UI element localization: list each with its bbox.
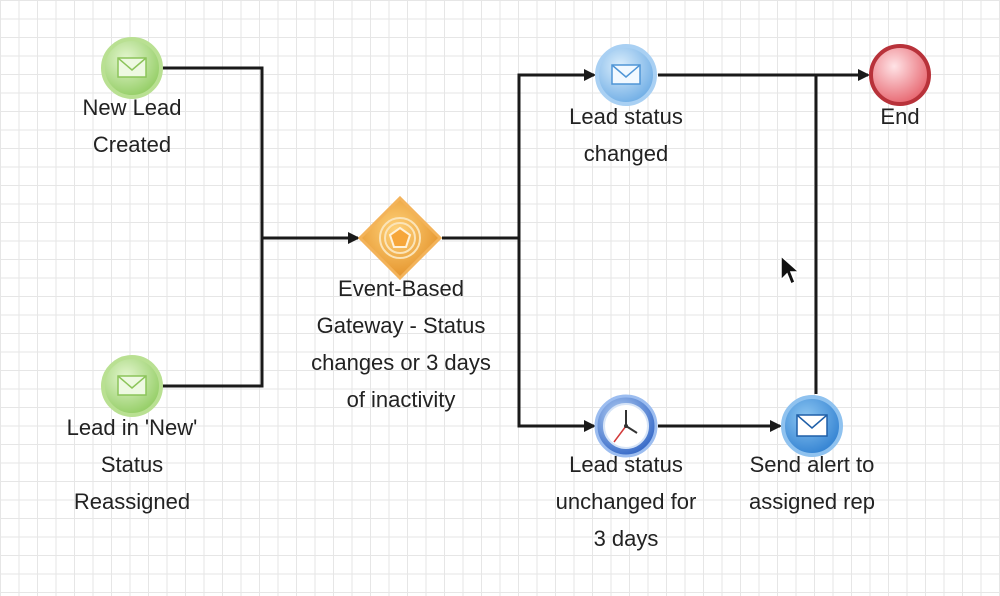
edge-new-lead-to-merge [162,66,264,238]
gateway-label: Event-Based Gateway - Status changes or … [311,276,491,412]
end-event[interactable] [869,44,931,106]
edge-lead-in-new-to-merge [162,238,264,388]
new-lead-created-label: New Lead Created [82,95,182,157]
lead-status-changed-event[interactable] [595,44,657,106]
send-alert-event[interactable] [781,395,843,457]
envelope-icon [117,57,147,78]
end-label: End [880,104,920,129]
lead-status-unchanged-timer-event[interactable] [594,394,658,458]
edge-split-to-status-changed [517,69,596,238]
envelope-icon [611,64,641,85]
edge-split-to-status-unchanged [517,238,596,432]
clock-icon [603,403,649,449]
lead-in-new-status-reassigned-event[interactable] [101,355,163,417]
lead-status-unchanged-label: Lead status unchanged for 3 days [555,452,697,551]
cursor-icon [780,254,801,286]
new-lead-created-event[interactable] [101,37,163,99]
lead-in-new-status-reassigned-label: Lead in 'New' Status Reassigned [66,415,198,514]
lead-status-changed-label: Lead status changed [569,104,683,166]
edges [162,66,870,432]
send-alert-label: Send alert to assigned rep [749,452,875,514]
event-based-gateway[interactable] [357,195,443,281]
pentagon-icon [388,226,412,248]
envelope-icon [796,414,828,437]
envelope-icon [117,375,147,396]
